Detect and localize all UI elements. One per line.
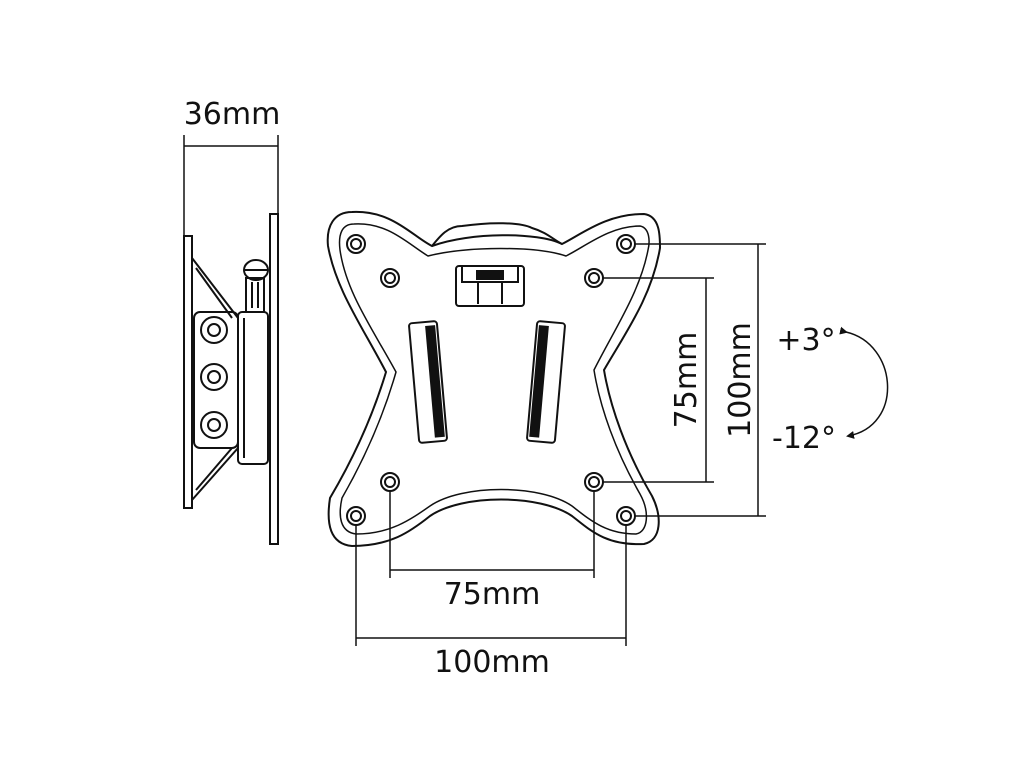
inner-width-label: 75mm <box>444 577 541 612</box>
center-latch-icon <box>455 265 525 307</box>
mounting-hole-icon <box>380 472 400 492</box>
left-slot <box>408 320 448 444</box>
vesa-plate-outline <box>326 210 662 548</box>
mounting-hole-icon <box>346 234 366 254</box>
wall-plate <box>183 235 193 509</box>
right-slot <box>526 320 566 444</box>
screen-plate <box>269 213 279 545</box>
mounting-hole-icon <box>616 506 636 526</box>
front-view: 75mm 100mm 75mm 100mm <box>326 210 766 680</box>
hinge-bolt-icon <box>200 316 228 344</box>
mounting-hole-icon <box>584 472 604 492</box>
side-view: 36mm <box>183 97 281 545</box>
mounting-hole-icon <box>346 506 366 526</box>
outer-width-label: 100mm <box>434 645 550 680</box>
locking-knob-icon <box>243 259 269 313</box>
tilt-indicator: +3° -12° <box>772 323 889 456</box>
mounting-hole-icon <box>380 268 400 288</box>
vesa-plate-inner-outline <box>338 223 650 535</box>
inner-height-label: 75mm <box>669 332 704 429</box>
outer-height-label: 100mm <box>723 322 758 438</box>
depth-dimension-label: 36mm <box>184 97 281 132</box>
tilt-down-label: -12° <box>772 421 836 456</box>
tilt-up-label: +3° <box>776 323 835 358</box>
arm-plate <box>237 311 269 465</box>
tilt-arrow-icon <box>839 326 889 439</box>
hinge-bolt-icon <box>200 363 228 391</box>
hinge-bolt-icon <box>200 411 228 439</box>
mounting-hole-icon <box>584 268 604 288</box>
mounting-hole-icon <box>616 234 636 254</box>
